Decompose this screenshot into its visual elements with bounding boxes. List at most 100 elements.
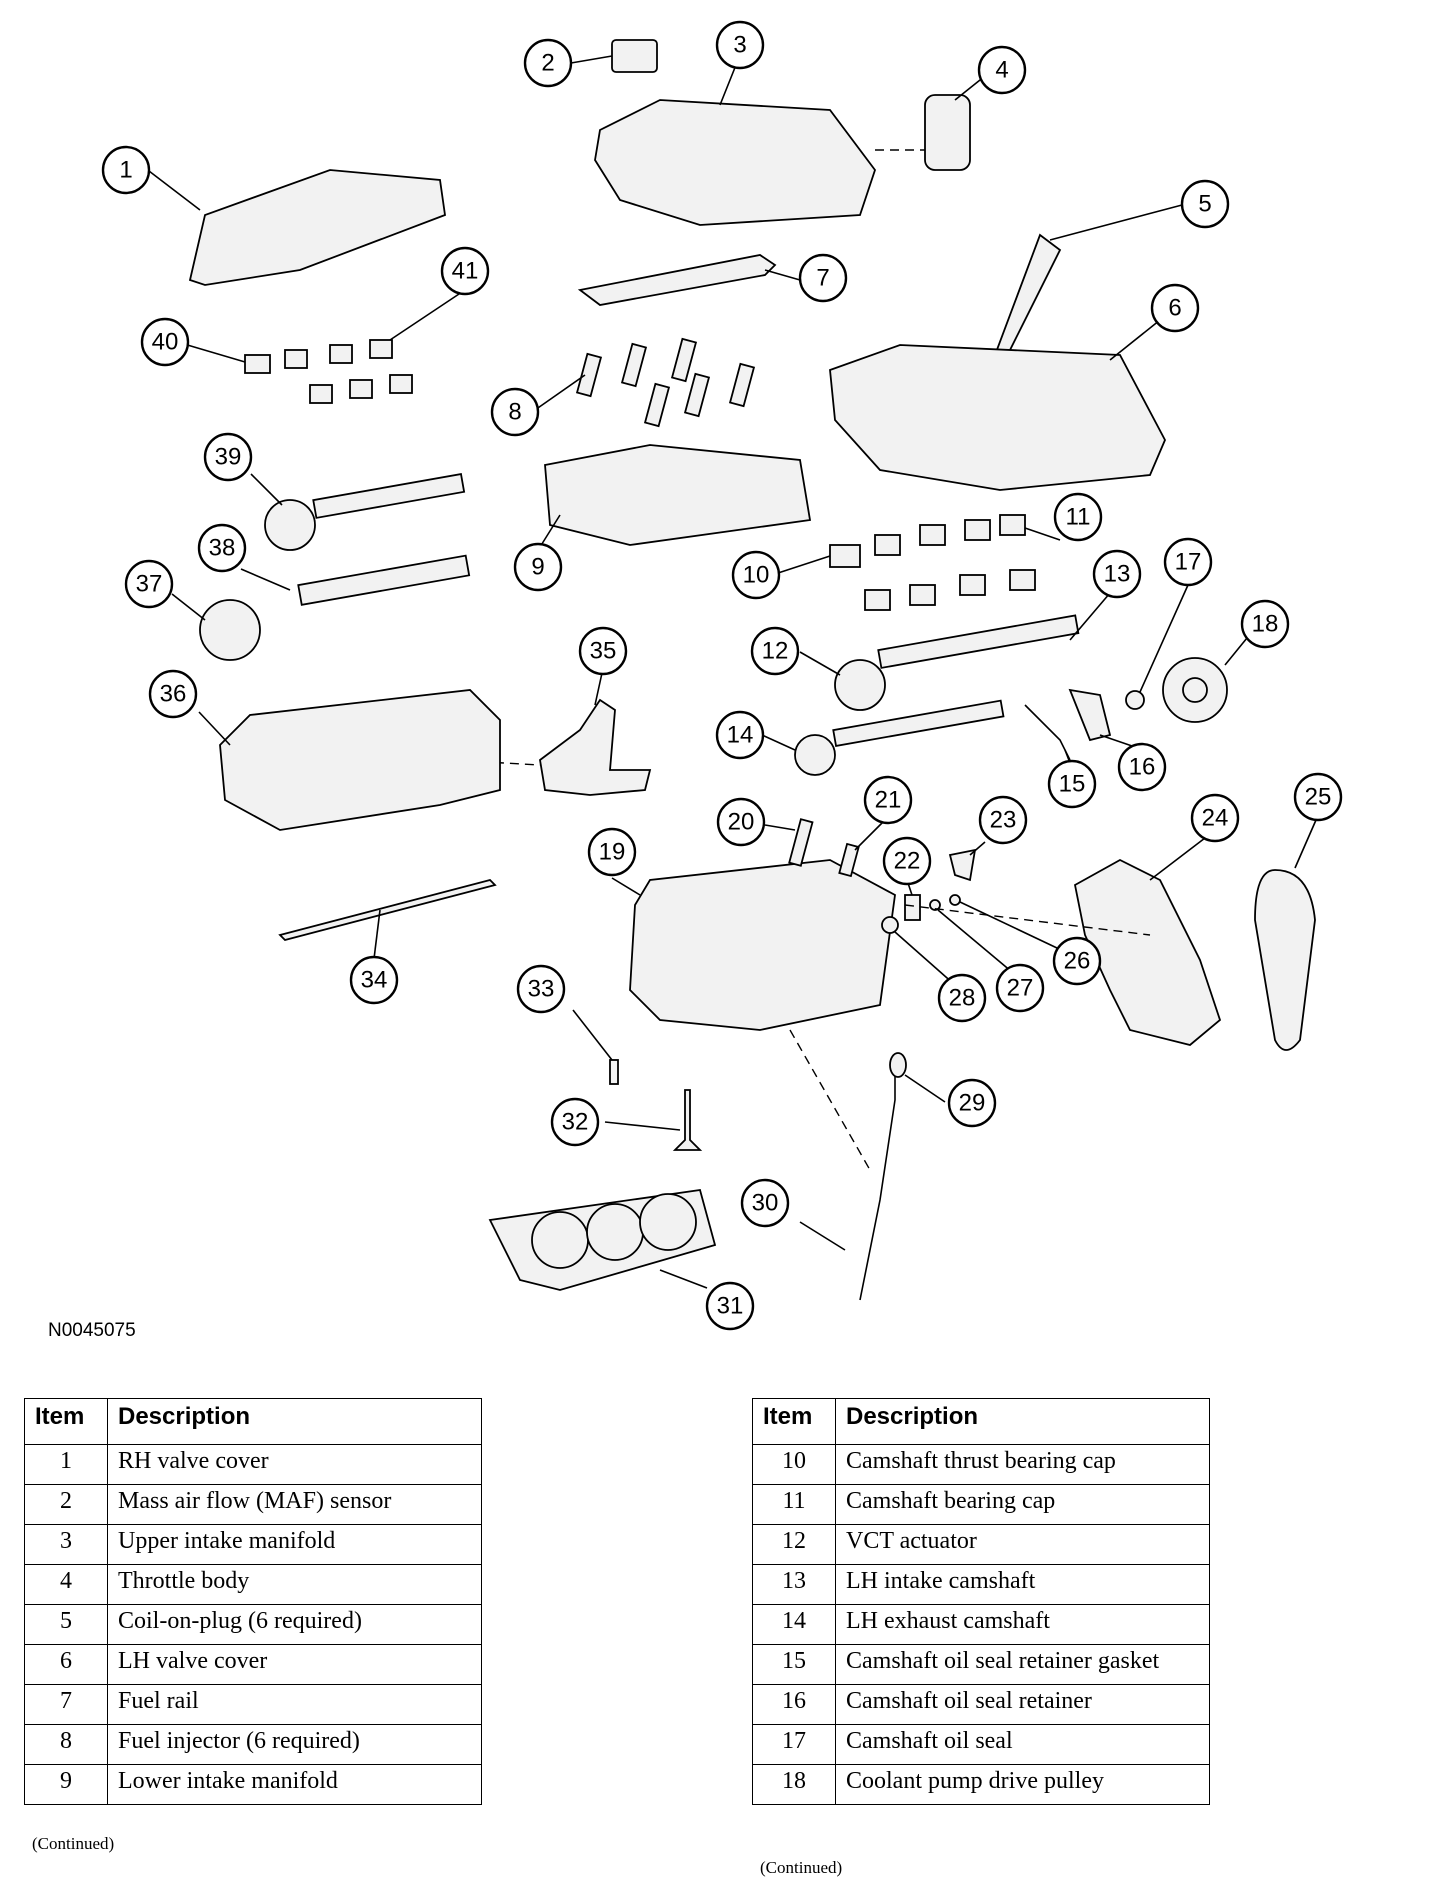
- item-number: 2: [24, 1484, 108, 1525]
- svg-text:33: 33: [528, 976, 555, 1003]
- o-ring-26-part: [949, 894, 961, 906]
- callout-17: 17: [1163, 537, 1213, 587]
- callout-35: 35: [578, 626, 628, 676]
- svg-text:2: 2: [541, 50, 554, 77]
- item-column-header: Item: [24, 1398, 108, 1445]
- svg-text:6: 6: [1168, 295, 1181, 322]
- svg-text:34: 34: [361, 967, 388, 994]
- exploded-engine-diagram: 1 2 3 4 5 6 7 8 9 10 11 12 13 14 15 16 1…: [101, 20, 1343, 1331]
- svg-text:11: 11: [1066, 504, 1091, 531]
- callout-34: 34: [349, 955, 399, 1005]
- exhaust-manifold-part: [539, 698, 652, 796]
- item-number: 1: [24, 1444, 108, 1485]
- svg-text:40: 40: [152, 329, 179, 356]
- svg-text:37: 37: [136, 571, 163, 598]
- parts-illustration: [188, 39, 1316, 1301]
- svg-text:1: 1: [119, 157, 132, 184]
- lh-cylinder-head-part: [629, 859, 896, 1031]
- svg-text:29: 29: [959, 1090, 986, 1117]
- oil-seal-retainer-part: [1068, 688, 1112, 742]
- camshaft-bearing-caps-part: [829, 514, 1036, 611]
- callout-2: 2: [523, 38, 573, 88]
- item-description: Lower intake manifold: [107, 1764, 482, 1805]
- callout-10: 10: [731, 550, 781, 600]
- svg-text:38: 38: [209, 535, 236, 562]
- svg-text:13: 13: [1104, 561, 1131, 588]
- item-description: Fuel injector (6 required): [107, 1724, 482, 1765]
- fuel-injectors-part: [575, 337, 756, 428]
- svg-text:19: 19: [599, 839, 626, 866]
- callout-22: 22: [882, 836, 932, 886]
- callout-4: 4: [977, 45, 1027, 95]
- item-description: Camshaft bearing cap: [835, 1484, 1210, 1525]
- callout-31: 31: [705, 1281, 755, 1331]
- item-number: 3: [24, 1524, 108, 1565]
- rh-valve-cover-part: [188, 169, 446, 286]
- callout-29: 29: [947, 1078, 997, 1128]
- item-description: Throttle body: [107, 1564, 482, 1605]
- lh-exhaust-camshaft-part: [832, 699, 1005, 747]
- svg-text:8: 8: [508, 399, 521, 426]
- svg-text:32: 32: [562, 1109, 589, 1136]
- callout-33: 33: [516, 964, 566, 1014]
- o-ring-27-part: [929, 899, 941, 911]
- callout-38: 38: [197, 523, 247, 573]
- item-description: Coil-on-plug (6 required): [107, 1604, 482, 1645]
- lh-intake-camshaft-part: [877, 614, 1080, 669]
- callout-7: 7: [798, 253, 848, 303]
- item-number: 14: [752, 1604, 836, 1645]
- item-number: 17: [752, 1724, 836, 1765]
- svg-text:41: 41: [452, 258, 479, 285]
- svg-text:5: 5: [1198, 191, 1211, 218]
- item-number: 9: [24, 1764, 108, 1805]
- svg-text:15: 15: [1059, 771, 1086, 798]
- rh-intake-camshaft-part: [312, 473, 466, 519]
- item-number: 4: [24, 1564, 108, 1605]
- description-column-header: Description: [835, 1398, 1210, 1445]
- fuel-rail-part: [577, 254, 777, 306]
- item-description: Upper intake manifold: [107, 1524, 482, 1565]
- callout-39: 39: [203, 432, 253, 482]
- throttle-body-part: [924, 94, 971, 171]
- lower-intake-manifold-part: [544, 444, 812, 546]
- callout-28: 28: [937, 973, 987, 1023]
- lh-valve-cover-part: [829, 344, 1166, 491]
- svg-text:16: 16: [1129, 754, 1156, 781]
- lh-exhaust-sprocket-part: [794, 734, 836, 776]
- callout-32: 32: [550, 1097, 600, 1147]
- rh-exhaust-camshaft-part: [297, 554, 471, 606]
- item-number: 12: [752, 1524, 836, 1565]
- callout-24: 24: [1190, 793, 1240, 843]
- callout-26: 26: [1052, 936, 1102, 986]
- item-number: 15: [752, 1644, 836, 1685]
- exhaust-gasket-part: [278, 878, 497, 942]
- callout-6: 6: [1150, 283, 1200, 333]
- svg-text:7: 7: [816, 265, 829, 292]
- callout-25: 25: [1293, 772, 1343, 822]
- table-header-row: Item Description: [752, 1398, 1210, 1445]
- drive-belt-part: [1254, 869, 1316, 1051]
- callout-14: 14: [715, 710, 765, 760]
- svg-text:4: 4: [995, 57, 1008, 84]
- rh-intake-sprocket-part: [264, 499, 316, 551]
- rh-sprocket-part: [199, 599, 261, 661]
- svg-text:12: 12: [762, 638, 789, 665]
- item-column-header: Item: [752, 1398, 836, 1445]
- callout-11: 11: [1053, 492, 1103, 542]
- callout-labels: 1 2 3 4 5 6 7 8 9 10 11 12 13 14 15 16 1…: [101, 20, 1343, 1331]
- callout-3: 3: [715, 20, 765, 70]
- callout-27: 27: [995, 963, 1045, 1013]
- callout-13: 13: [1092, 549, 1142, 599]
- item-number: 8: [24, 1724, 108, 1765]
